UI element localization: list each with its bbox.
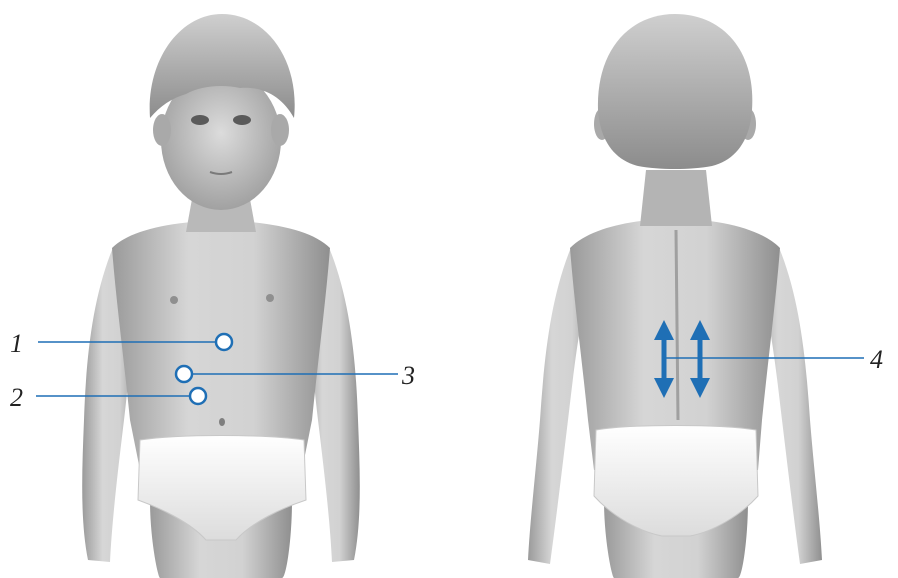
label-1: 1 bbox=[10, 329, 23, 358]
label-4: 4 bbox=[870, 345, 883, 374]
label-2: 2 bbox=[10, 383, 23, 412]
front-right-nipple bbox=[266, 294, 274, 302]
front-left-ear bbox=[153, 114, 171, 146]
front-navel bbox=[219, 418, 225, 426]
back-view bbox=[528, 14, 822, 578]
front-left-eye bbox=[191, 115, 209, 125]
back-neck bbox=[640, 170, 712, 226]
back-hair bbox=[598, 14, 752, 169]
marker-2-circle bbox=[190, 388, 206, 404]
back-spine bbox=[676, 230, 678, 420]
front-left-nipple bbox=[170, 296, 178, 304]
front-right-ear bbox=[271, 114, 289, 146]
front-view bbox=[82, 14, 360, 578]
label-3: 3 bbox=[401, 361, 415, 390]
front-right-eye bbox=[233, 115, 251, 125]
marker-3-circle bbox=[176, 366, 192, 382]
marker-1-circle bbox=[216, 334, 232, 350]
